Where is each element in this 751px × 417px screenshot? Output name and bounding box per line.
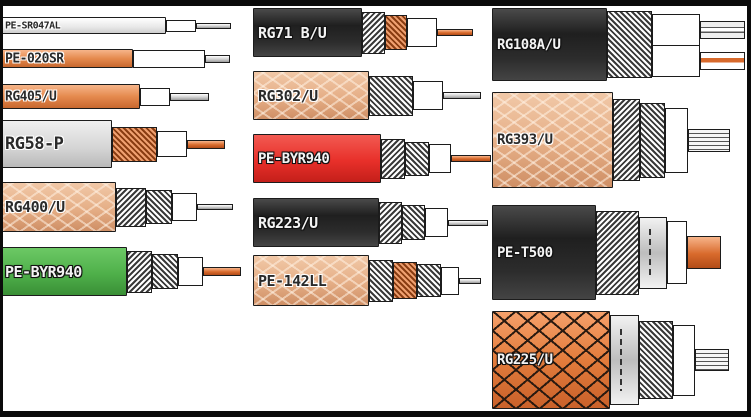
- metal-braid-layer: [146, 190, 172, 224]
- cable-label: RG405/U: [5, 89, 57, 104]
- dielectric-layer: [178, 257, 203, 286]
- core-copper-layer: [437, 29, 473, 36]
- foil-layer: [610, 315, 639, 405]
- cable-label: PE-BYR940: [5, 262, 82, 281]
- core-copper-layer: [187, 140, 225, 149]
- cable-label: RG71 B/U: [258, 23, 327, 42]
- metal-braid-layer: [639, 321, 673, 399]
- cable-label: RG108A/U: [497, 36, 561, 53]
- cable-jacket: RG393/U: [492, 92, 613, 188]
- copper-braid-layer: [393, 262, 417, 299]
- dielectric-2: [652, 45, 700, 77]
- cable-label: RG225/U: [497, 352, 553, 368]
- cable-label: RG223/U: [258, 213, 318, 232]
- cable-jacket: RG223/U: [253, 198, 379, 247]
- dielectric-layer: [166, 20, 196, 32]
- metal-braid-layer: [402, 205, 425, 240]
- core-copper-layer: [451, 155, 491, 162]
- copper-braid-layer: [112, 127, 157, 162]
- cable-jacket: RG405/U: [3, 84, 140, 109]
- core-silver-layer: [170, 93, 209, 101]
- cable-jacket: PE-T500: [492, 205, 596, 300]
- metal-braid-layer: [417, 264, 441, 297]
- cable-jacket: RG58-P: [3, 120, 112, 168]
- metal-braid-layer: [607, 11, 652, 78]
- dielectric-layer: [413, 81, 443, 110]
- cable-jacket: RG108A/U: [492, 8, 607, 81]
- metal-braid-layer: [613, 99, 640, 181]
- cable-label: PE-T500: [497, 244, 553, 261]
- dielectric-layer: [157, 131, 187, 157]
- dielectric-layer: [172, 193, 197, 221]
- dielectric-layer: [429, 144, 451, 173]
- metal-braid-layer: [362, 12, 385, 54]
- dielectric-layer: [665, 108, 688, 173]
- dielectric-layer: [425, 208, 448, 237]
- cable-label: PE-SR047AL: [5, 20, 61, 31]
- cable-label: PE-BYR940: [258, 150, 330, 167]
- core-silver-layer: [459, 278, 481, 284]
- cable-label: RG393/U: [497, 132, 553, 148]
- core-silver-layer: [205, 55, 230, 63]
- dielectric-1: [652, 14, 700, 46]
- foil-layer: [639, 217, 667, 289]
- core-silver-layer: [443, 92, 481, 99]
- core-silver-layer: [448, 220, 488, 226]
- cable-label: PE-020SR: [5, 51, 64, 66]
- dielectric-layer: [673, 325, 695, 396]
- metal-braid-layer: [116, 188, 146, 227]
- copper-braid-layer: [385, 15, 407, 50]
- cable-jacket: PE-BYR940: [3, 247, 127, 296]
- dielectric-layer: [140, 88, 170, 106]
- stranded-core-layer: [688, 129, 730, 152]
- dielectric-layer: [441, 267, 459, 295]
- dielectric-layer: [133, 50, 205, 68]
- conductor-1: [700, 21, 745, 39]
- dielectric-layer: [407, 18, 437, 47]
- stranded-core-layer: [695, 349, 729, 371]
- core-copper-layer: [203, 267, 241, 276]
- cable-label: RG58-P: [5, 134, 64, 154]
- dielectric-layer: [667, 221, 687, 284]
- cable-jacket: RG225/U: [492, 311, 610, 409]
- metal-braid-layer: [369, 76, 413, 116]
- conductor-2: [700, 52, 745, 70]
- cable-label: RG400/U: [5, 198, 65, 216]
- cable-jacket: PE-142LL: [253, 255, 369, 306]
- metal-braid-layer: [381, 139, 405, 179]
- metal-braid-layer: [369, 260, 393, 302]
- core-copper-layer: [687, 236, 721, 269]
- core-silver-layer: [197, 204, 233, 210]
- cable-jacket: PE-020SR: [3, 49, 133, 68]
- cable-label: PE-142LL: [258, 271, 327, 290]
- cable-jacket: PE-BYR940: [253, 134, 381, 183]
- metal-braid-layer: [405, 142, 429, 176]
- cable-jacket: PE-SR047AL: [3, 17, 166, 34]
- cable-jacket: RG400/U: [3, 182, 116, 232]
- cable-jacket: RG71 B/U: [253, 8, 362, 57]
- metal-braid-layer: [152, 254, 178, 289]
- cable-label: RG302/U: [258, 86, 318, 105]
- cable-jacket: RG302/U: [253, 71, 369, 120]
- metal-braid-layer: [379, 202, 402, 244]
- cable-illustration: PE-SR047AL PE-020SR RG405/U RG58-P RG400/U PE…: [3, 6, 747, 411]
- metal-braid-layer: [596, 211, 639, 295]
- metal-braid-layer: [640, 103, 665, 178]
- metal-braid-layer: [127, 251, 152, 293]
- core-silver-layer: [196, 23, 231, 29]
